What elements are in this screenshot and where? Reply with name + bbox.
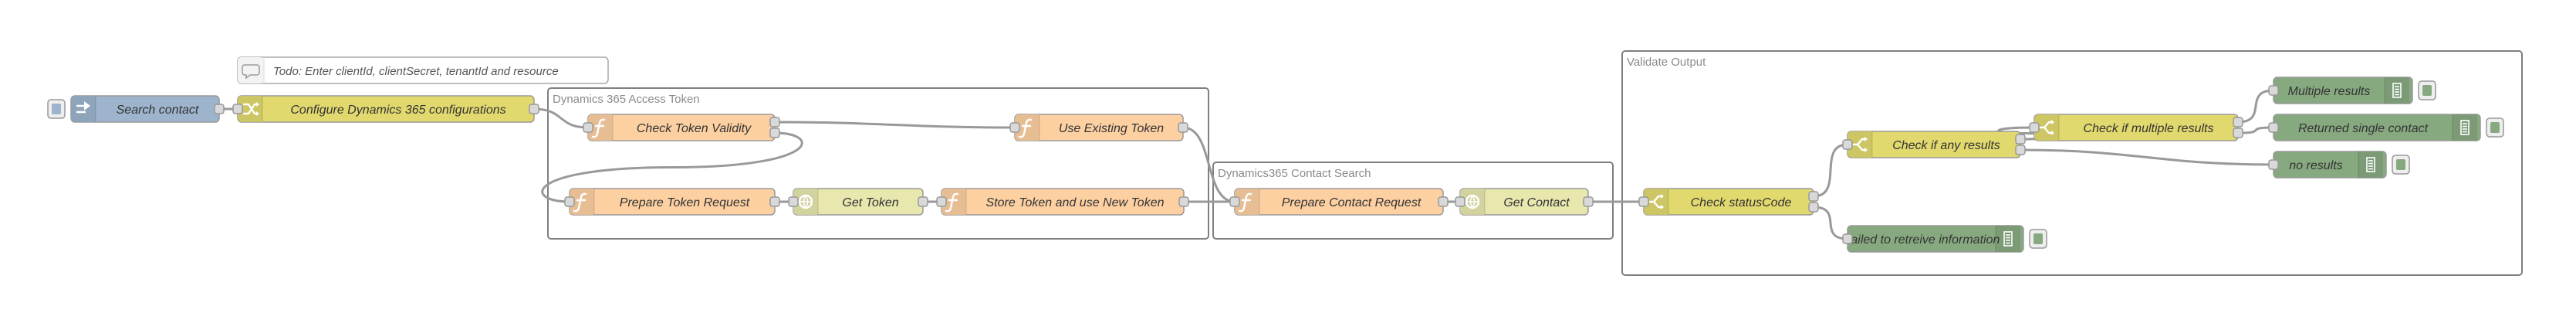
- comment-icon: [242, 64, 260, 80]
- node-label: Get Token: [842, 196, 898, 209]
- node-label: Check if any results: [1892, 139, 2000, 152]
- input-port[interactable]: [2268, 159, 2279, 170]
- wire-check-token-to-use-existing[interactable]: [774, 121, 1016, 129]
- input-port[interactable]: [788, 196, 799, 207]
- output-port[interactable]: [769, 117, 780, 128]
- input-port[interactable]: [2029, 122, 2040, 133]
- node-prepare-contact[interactable]: Prepare Contact Request: [1229, 188, 1449, 216]
- node-check-token[interactable]: Check Token Validity: [583, 114, 780, 141]
- wire-configure-to-check-token[interactable]: [533, 107, 589, 129]
- change-icon: [242, 102, 259, 116]
- wire-check-any-to-no-results[interactable]: [2020, 148, 2274, 166]
- wire-check-token-to-prepare-token[interactable]: [541, 131, 803, 203]
- comment-node[interactable]: Todo: Enter clientId, clientSecret, tena…: [237, 56, 609, 84]
- switch-icon: [1648, 194, 1664, 209]
- input-port[interactable]: [936, 196, 947, 207]
- node-get-token[interactable]: Get Token: [788, 188, 928, 216]
- wire-check-multiple-to-multiple-results[interactable]: [2237, 89, 2274, 124]
- node-store-token[interactable]: Store Token and use New Token: [936, 188, 1189, 216]
- output-port[interactable]: [2015, 134, 2026, 145]
- output-port[interactable]: [2015, 145, 2026, 155]
- wire-check-status-to-check-any[interactable]: [1813, 143, 1848, 198]
- node-label: Use Existing Token: [1059, 122, 1164, 135]
- group-label: Dynamics365 Contact Search: [1218, 167, 1371, 180]
- debug-icon: [2392, 83, 2402, 98]
- node-label: Check statusCode: [1691, 196, 1792, 209]
- input-port[interactable]: [1455, 196, 1465, 207]
- output-port[interactable]: [214, 104, 225, 114]
- node-failed[interactable]: Failed to retreive information: [1842, 225, 2047, 253]
- switch-icon: [1852, 137, 1868, 152]
- input-port[interactable]: [564, 196, 575, 207]
- output-port[interactable]: [2233, 117, 2243, 128]
- function-icon: [1018, 118, 1033, 138]
- input-port[interactable]: [2268, 85, 2279, 96]
- http-request-icon: [1465, 194, 1480, 209]
- function-icon: [1238, 192, 1253, 213]
- group-label: Validate Output: [1627, 56, 1706, 69]
- node-multiple-results[interactable]: Multiple results: [2268, 77, 2436, 104]
- node-label: Returned single contact: [2298, 122, 2429, 135]
- node-check-multiple[interactable]: Check if multiple results: [2029, 114, 2243, 141]
- node-check-status[interactable]: Check statusCode: [1638, 188, 1819, 216]
- wire-check-status-to-failed[interactable]: [1813, 206, 1848, 240]
- node-returned-single[interactable]: Returned single contact: [2268, 114, 2504, 141]
- node-no-results[interactable]: no results: [2268, 151, 2410, 179]
- output-port[interactable]: [1438, 196, 1449, 207]
- node-use-existing[interactable]: Use Existing Token: [1009, 114, 1188, 141]
- function-icon: [573, 192, 587, 213]
- output-port[interactable]: [1178, 196, 1189, 207]
- output-port[interactable]: [918, 196, 928, 207]
- input-port[interactable]: [583, 122, 593, 133]
- group-border: [1621, 50, 2523, 276]
- node-label: Check Token Validity: [637, 122, 752, 135]
- node-get-contact[interactable]: Get Contact: [1455, 188, 1594, 216]
- node-label: Configure Dynamics 365 configurations: [290, 104, 505, 117]
- group-validate[interactable]: Validate Output: [1621, 50, 2523, 276]
- output-port[interactable]: [769, 128, 780, 138]
- input-port[interactable]: [1229, 196, 1240, 207]
- input-port[interactable]: [1842, 233, 1853, 244]
- comment-label: Todo: Enter clientId, clientSecret, tena…: [273, 65, 559, 78]
- node-label: Store Token and use New Token: [986, 196, 1165, 209]
- node-configure[interactable]: Configure Dynamics 365 configurations: [232, 95, 539, 123]
- debug-icon: [2460, 120, 2470, 135]
- output-port[interactable]: [1808, 191, 1819, 202]
- output-port[interactable]: [1178, 122, 1188, 133]
- node-label: Search contact: [117, 104, 199, 117]
- wire-check-multiple-to-returned-single[interactable]: [2237, 126, 2274, 134]
- node-label: Prepare Contact Request: [1282, 196, 1422, 209]
- node-label: Get Contact: [1503, 196, 1570, 209]
- output-port[interactable]: [529, 104, 539, 114]
- input-port[interactable]: [2268, 122, 2279, 133]
- node-label: Failed to retreive information: [1844, 233, 2000, 247]
- input-port[interactable]: [1842, 139, 1853, 150]
- function-icon: [945, 192, 959, 213]
- node-prepare-token[interactable]: Prepare Token Request: [564, 188, 780, 216]
- node-search-contact[interactable]: Search contact: [47, 95, 225, 123]
- switch-icon: [2039, 120, 2054, 135]
- node-label: Check if multiple results: [2084, 122, 2214, 135]
- input-port[interactable]: [1638, 196, 1649, 207]
- input-port[interactable]: [1009, 122, 1020, 133]
- node-label: Multiple results: [2288, 85, 2371, 98]
- node-check-any[interactable]: Check if any results: [1842, 131, 2026, 158]
- group-border: [547, 87, 1209, 240]
- group-token[interactable]: Dynamics 365 Access Token: [547, 87, 1209, 240]
- debug-icon: [2003, 231, 2013, 247]
- node-label: no results: [2289, 159, 2342, 172]
- function-icon: [591, 118, 606, 138]
- debug-icon: [2366, 157, 2375, 172]
- input-port[interactable]: [232, 104, 243, 114]
- http-request-icon: [798, 194, 813, 209]
- node-label: Prepare Token Request: [620, 196, 750, 209]
- output-port[interactable]: [769, 196, 780, 207]
- link-in-icon: [76, 101, 90, 114]
- output-port[interactable]: [1808, 202, 1819, 213]
- group-label: Dynamics 365 Access Token: [553, 93, 700, 106]
- output-port[interactable]: [1583, 196, 1594, 207]
- output-port[interactable]: [2233, 128, 2243, 138]
- wire-use-existing-to-prepare-contact[interactable]: [1182, 126, 1236, 203]
